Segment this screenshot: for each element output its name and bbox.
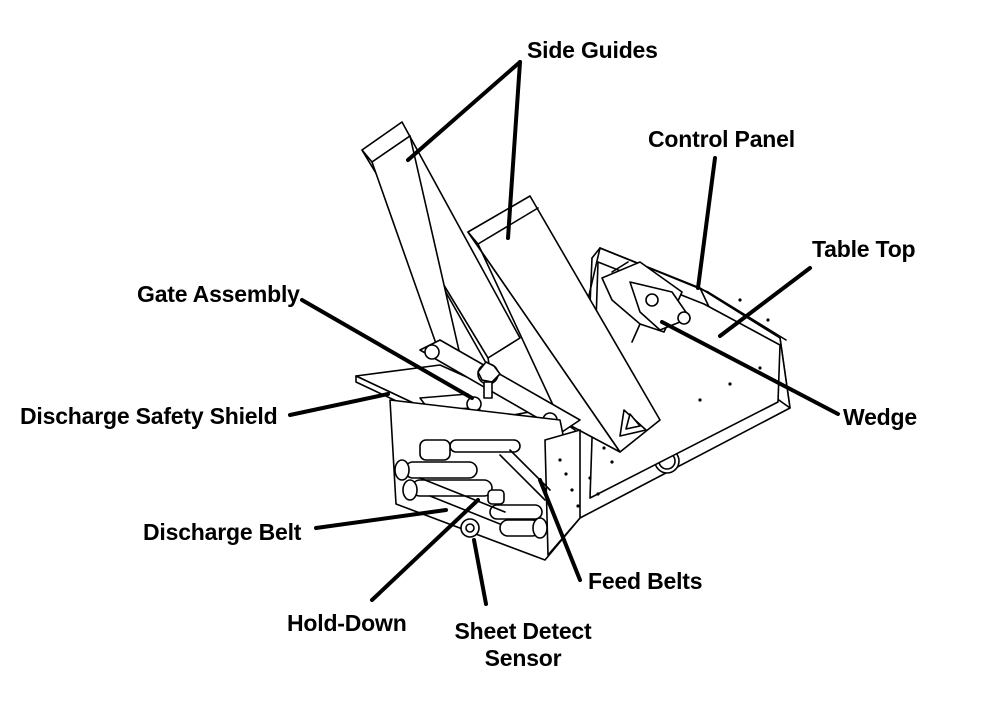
label-hold-down: Hold-Down — [287, 610, 407, 636]
rollers — [395, 440, 550, 538]
fastener-dots — [558, 298, 770, 508]
leader-side-guides-left — [406, 60, 522, 162]
wedge-clamp — [602, 262, 690, 342]
label-sheet-detect-sensor-line1: Sheet Detect — [454, 618, 592, 644]
leader-control-panel — [696, 156, 717, 290]
label-sheet-detect-sensor-line2: Sensor — [484, 645, 562, 671]
label-discharge-safety-shield: Discharge Safety Shield — [20, 403, 278, 429]
leader-table-top — [718, 266, 812, 338]
label-control-panel: Control Panel — [648, 126, 795, 152]
leader-discharge-safety-shield — [288, 392, 390, 417]
leader-gate-assembly — [300, 298, 474, 400]
label-feed-belts: Feed Belts — [588, 568, 703, 594]
label-wedge: Wedge — [843, 404, 917, 430]
label-gate-assembly: Gate Assembly — [137, 281, 300, 307]
leader-side-guides-right — [506, 60, 522, 240]
leader-lines — [288, 60, 840, 606]
label-sheet-detect-sensor: Sheet Detect Sensor — [452, 618, 594, 672]
leader-discharge-belt — [314, 508, 448, 530]
leader-hold-down — [370, 498, 480, 602]
leader-sheet-detect-sensor — [472, 538, 488, 606]
side-guide-rear — [362, 122, 520, 370]
leader-wedge — [660, 320, 840, 416]
label-discharge-belt: Discharge Belt — [143, 519, 302, 545]
leader-feed-belts — [538, 478, 582, 582]
label-table-top: Table Top — [812, 236, 916, 262]
label-side-guides: Side Guides — [527, 37, 658, 63]
